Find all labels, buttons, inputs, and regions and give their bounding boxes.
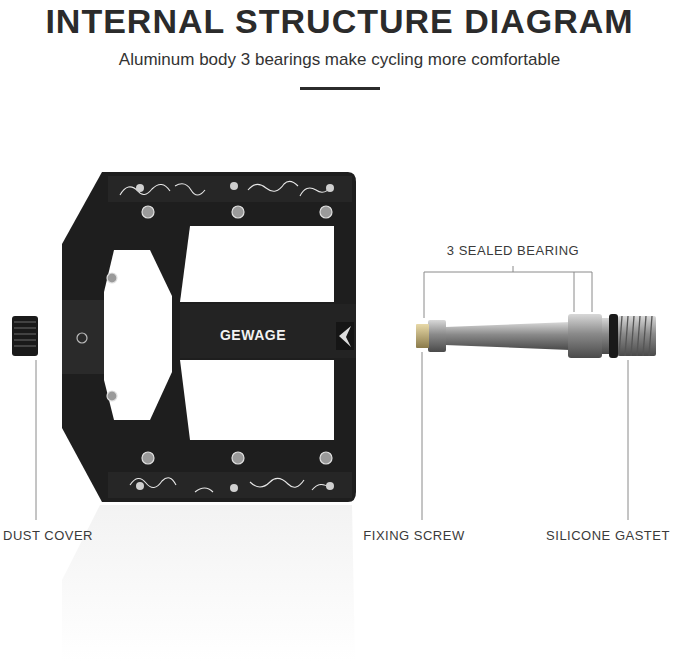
part-label: DUST COVER [3, 529, 93, 544]
leader-lines [36, 266, 628, 520]
subtitle: Aluminum body 3 bearings make cycling mo… [119, 50, 560, 70]
part-label: 3 SEALED BEARING [447, 244, 579, 259]
pedal-reflection [62, 505, 355, 661]
dust-cover [12, 316, 38, 356]
part-label: FIXING SCREW [363, 529, 464, 544]
pedal-body [62, 172, 356, 502]
brand-logo: GEWAGE [220, 327, 286, 343]
pedal-axle [416, 314, 656, 358]
page-title: INTERNAL STRUCTURE DIAGRAM [45, 2, 633, 41]
divider-bar [300, 87, 380, 90]
part-label: SILICONE GASTET [546, 529, 670, 544]
